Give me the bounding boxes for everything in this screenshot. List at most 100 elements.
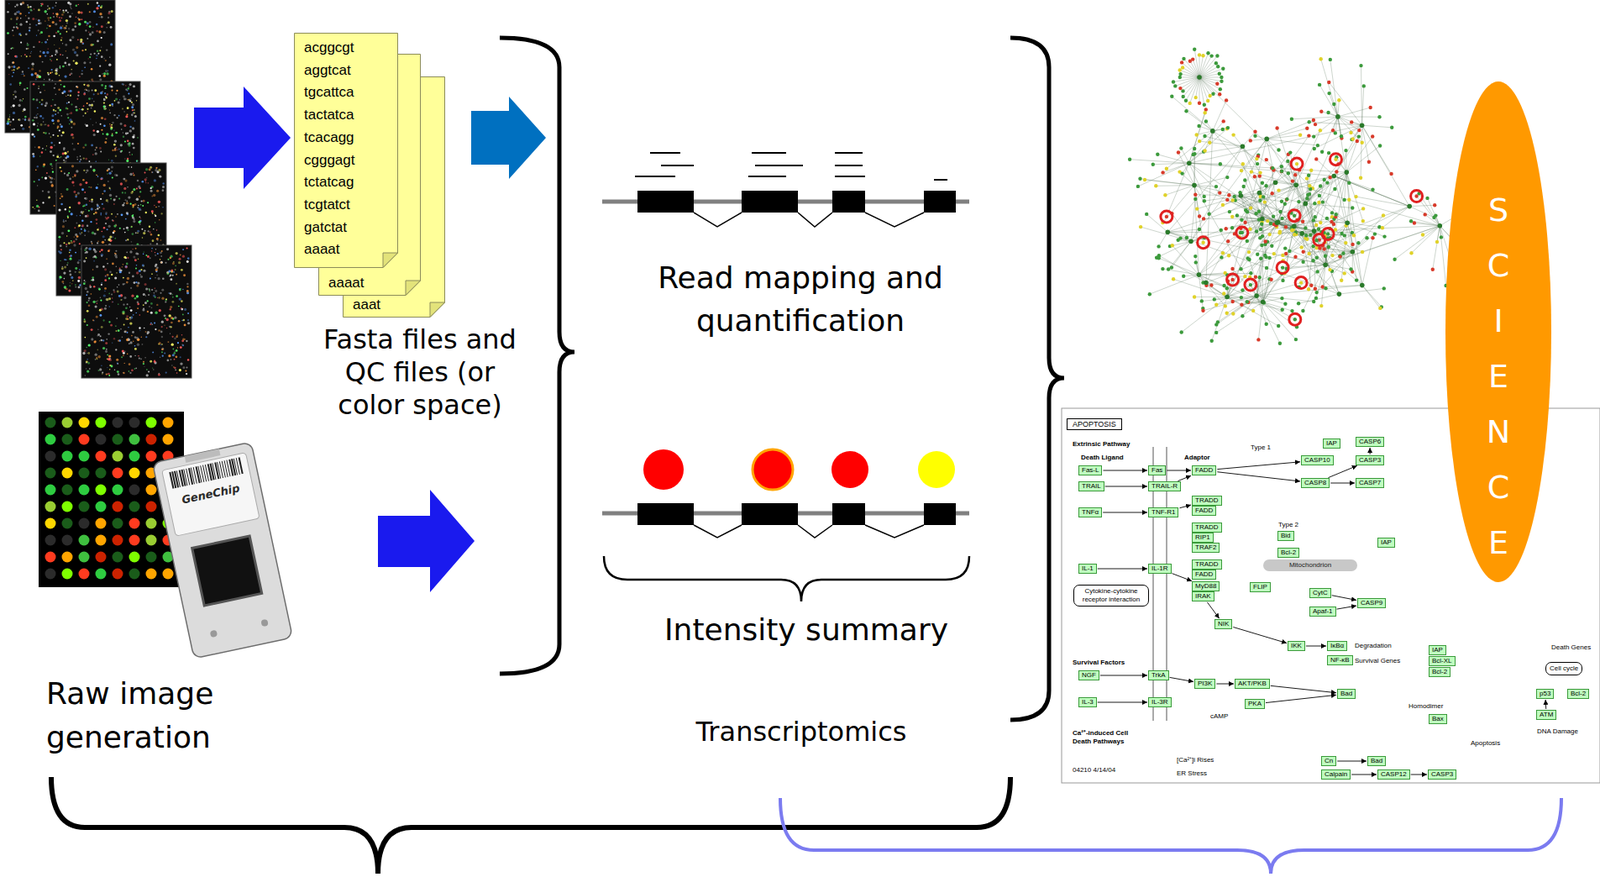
image-speck bbox=[83, 191, 86, 194]
image-speck bbox=[136, 230, 140, 233]
image-speck bbox=[168, 275, 171, 278]
image-speck bbox=[180, 268, 184, 272]
image-speck bbox=[35, 18, 37, 20]
image-speck bbox=[97, 240, 100, 242]
image-speck bbox=[36, 128, 40, 132]
image-speck bbox=[113, 224, 116, 227]
image-speck bbox=[71, 68, 73, 70]
image-speck bbox=[159, 175, 163, 179]
image-speck bbox=[78, 183, 82, 186]
image-speck bbox=[60, 203, 63, 206]
image-speck bbox=[113, 199, 116, 202]
image-speck bbox=[103, 101, 105, 104]
image-speck bbox=[13, 128, 16, 131]
image-speck bbox=[169, 308, 172, 310]
image-speck bbox=[97, 288, 99, 289]
image-speck bbox=[99, 12, 102, 16]
image-speck bbox=[152, 239, 155, 242]
image-speck bbox=[103, 183, 106, 187]
image-speck bbox=[134, 367, 137, 370]
image-speck bbox=[66, 188, 69, 191]
image-speck bbox=[105, 137, 108, 140]
image-speck bbox=[53, 178, 55, 179]
image-speck bbox=[134, 297, 137, 300]
image-speck bbox=[60, 134, 63, 137]
image-speck bbox=[62, 152, 65, 155]
image-speck bbox=[100, 177, 104, 180]
image-speck bbox=[84, 215, 88, 218]
image-speck bbox=[68, 209, 70, 210]
image-speck bbox=[78, 285, 81, 289]
image-speck bbox=[75, 109, 79, 112]
image-speck bbox=[135, 281, 137, 284]
image-speck bbox=[129, 203, 132, 205]
image-speck bbox=[81, 219, 84, 221]
image-speck bbox=[40, 31, 43, 34]
image-speck bbox=[67, 151, 69, 153]
image-speck bbox=[132, 220, 136, 223]
image-speck bbox=[13, 90, 16, 94]
image-speck bbox=[120, 182, 123, 185]
image-speck bbox=[100, 25, 104, 28]
image-speck bbox=[23, 88, 27, 91]
image-speck bbox=[89, 25, 92, 28]
image-speck bbox=[136, 232, 139, 235]
image-speck bbox=[61, 231, 64, 235]
image-speck bbox=[129, 99, 132, 102]
image-speck bbox=[37, 29, 40, 32]
image-speck bbox=[116, 116, 119, 119]
image-speck bbox=[83, 234, 85, 236]
image-speck bbox=[109, 123, 111, 126]
image-speck bbox=[154, 277, 156, 279]
image-speck bbox=[83, 279, 86, 282]
image-speck bbox=[45, 124, 47, 126]
image-speck bbox=[22, 98, 24, 100]
image-speck bbox=[118, 197, 121, 200]
image-speck bbox=[116, 362, 119, 365]
image-speck bbox=[57, 236, 61, 239]
image-speck bbox=[77, 91, 79, 94]
image-speck bbox=[52, 154, 55, 157]
image-speck bbox=[120, 128, 123, 131]
image-speck bbox=[173, 358, 176, 361]
image-speck bbox=[100, 15, 104, 19]
image-speck bbox=[68, 241, 71, 245]
image-speck bbox=[79, 232, 82, 235]
image-speck bbox=[59, 244, 63, 247]
image-speck bbox=[77, 10, 80, 14]
image-speck bbox=[106, 228, 109, 231]
image-speck bbox=[39, 115, 42, 118]
image-speck bbox=[128, 99, 132, 102]
image-speck bbox=[85, 367, 87, 369]
image-speck bbox=[153, 204, 156, 207]
image-speck bbox=[51, 183, 54, 187]
image-speck bbox=[81, 188, 84, 191]
image-speck bbox=[63, 61, 67, 64]
image-speck bbox=[44, 41, 48, 44]
image-speck bbox=[52, 6, 54, 9]
image-speck bbox=[139, 190, 142, 193]
image-speck bbox=[157, 252, 159, 255]
image-speck bbox=[95, 146, 97, 148]
image-speck bbox=[129, 125, 132, 128]
image-speck bbox=[154, 328, 157, 331]
image-speck bbox=[17, 10, 21, 14]
image-speck bbox=[102, 339, 105, 341]
image-speck bbox=[168, 314, 172, 317]
image-speck bbox=[90, 337, 94, 341]
image-speck bbox=[169, 305, 173, 309]
image-speck bbox=[50, 141, 53, 144]
image-speck bbox=[19, 81, 22, 84]
image-speck bbox=[62, 131, 65, 134]
image-speck bbox=[176, 334, 179, 336]
image-speck bbox=[115, 330, 118, 332]
image-speck bbox=[70, 241, 74, 244]
image-speck bbox=[185, 340, 188, 342]
image-speck bbox=[92, 168, 95, 172]
image-speck bbox=[30, 52, 32, 54]
image-speck bbox=[180, 308, 184, 311]
image-speck bbox=[84, 374, 87, 377]
image-speck bbox=[60, 170, 63, 173]
image-speck bbox=[104, 216, 106, 218]
image-speck bbox=[44, 89, 46, 91]
